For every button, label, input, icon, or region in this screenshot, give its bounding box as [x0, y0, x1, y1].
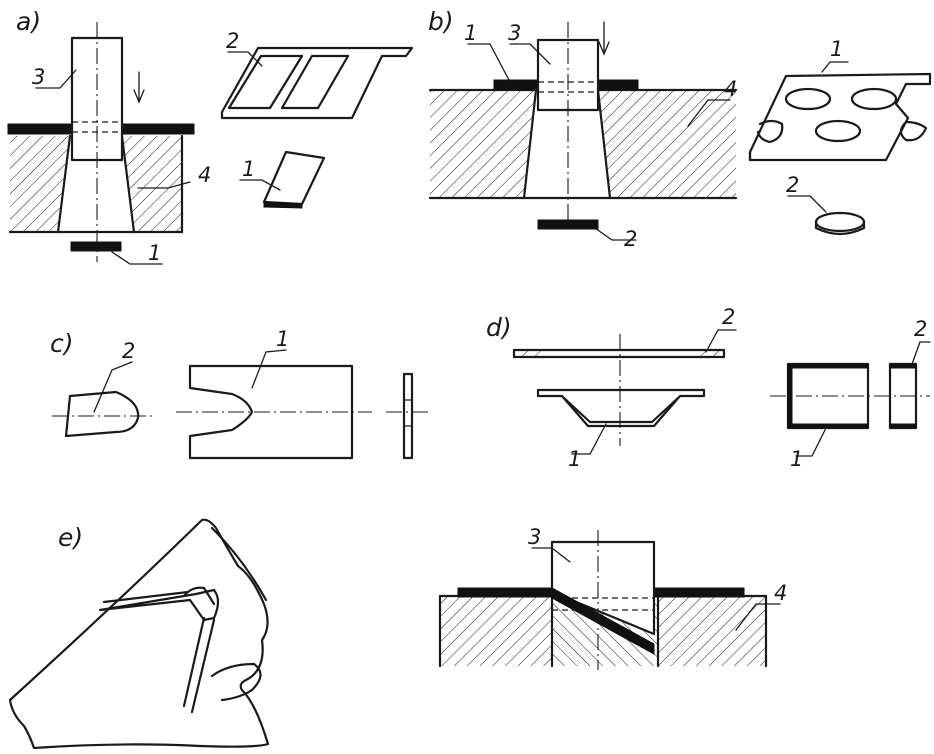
- leader-b-die: [687, 99, 731, 127]
- panel-d-label: d): [486, 313, 512, 342]
- punch-e: [550, 540, 656, 636]
- callout-b-slug: 2: [624, 227, 637, 251]
- leader-b-slug: [591, 225, 637, 241]
- callout-d-ring: 2: [722, 305, 735, 329]
- panel-e: e) 3: [8, 518, 787, 750]
- callout-c-piece: 2: [122, 339, 135, 363]
- panel-a: a) 3: [7, 7, 414, 265]
- drawn-cup-d: [536, 388, 706, 428]
- leader-c-piece: [93, 361, 133, 413]
- disc-b: [814, 211, 866, 236]
- leader-a-die: [137, 181, 191, 189]
- leader-d-ring: [705, 329, 737, 353]
- skeleton-scrap-a: [220, 46, 414, 120]
- leader-e-punch: [531, 547, 571, 563]
- notched-plate-c: [188, 364, 354, 460]
- leader-d-cup: [571, 423, 607, 455]
- callout-a-die: 4: [198, 163, 211, 187]
- callout-b-disc: 2: [786, 173, 799, 197]
- panel-c: c) 2 1: [50, 327, 428, 460]
- lanced-sheet-e: [8, 518, 270, 750]
- bent-tongue-e: [551, 587, 655, 655]
- callout-b-perforated: 1: [830, 37, 843, 61]
- leader-a-punch: [35, 69, 77, 89]
- leader-a-scrap: [239, 179, 281, 191]
- down-arrow-b-icon: [598, 21, 610, 56]
- leader-d-cut: [911, 341, 931, 365]
- leader-a-part: [111, 251, 163, 265]
- callout-e-punch: 3: [528, 525, 541, 549]
- punched-slug-b: [537, 219, 599, 230]
- plate-side-view-c: [402, 372, 414, 460]
- callout-c-plate: 1: [276, 327, 289, 351]
- panel-a-label: a): [16, 7, 41, 36]
- callout-a-punch: 3: [32, 65, 45, 89]
- callout-d-tube: 1: [790, 447, 803, 471]
- callout-b-die: 4: [724, 77, 737, 101]
- leader-c-plate: [251, 349, 287, 389]
- panel-d: d) 2 1 1 2: [486, 305, 931, 471]
- down-arrow-a-icon: [133, 71, 145, 104]
- callout-d-cup: 1: [568, 447, 581, 471]
- panel-b: b): [428, 7, 932, 251]
- callout-b-punch: 3: [508, 21, 521, 45]
- callout-e-die: 4: [774, 581, 787, 605]
- callout-a-scrap: 1: [242, 157, 255, 181]
- blanked-part-a: [70, 241, 122, 252]
- leader-b-strip: [467, 43, 511, 83]
- perforated-strip-b: [748, 72, 932, 162]
- leader-d-tube: [795, 427, 827, 457]
- callout-d-cut: 2: [914, 317, 927, 341]
- panel-b-label: b): [428, 7, 454, 36]
- leader-b-punch: [509, 43, 551, 65]
- notch-piece-c: [64, 390, 140, 438]
- leader-e-die: [735, 603, 781, 631]
- panel-c-label: c): [50, 329, 74, 358]
- die-a: [8, 134, 184, 234]
- callout-b-strip: 1: [464, 21, 477, 45]
- die-b: [428, 88, 738, 200]
- leader-a-skeleton: [227, 51, 263, 67]
- leader-b-perforated: [821, 61, 849, 73]
- trimmed-ring-d: [512, 348, 726, 359]
- blank-part-a: [262, 150, 326, 209]
- leader-b-disc: [787, 195, 827, 213]
- callout-a-skeleton: 2: [226, 29, 239, 53]
- panel-e-label: e): [58, 523, 83, 552]
- callout-a-part: 1: [148, 241, 161, 265]
